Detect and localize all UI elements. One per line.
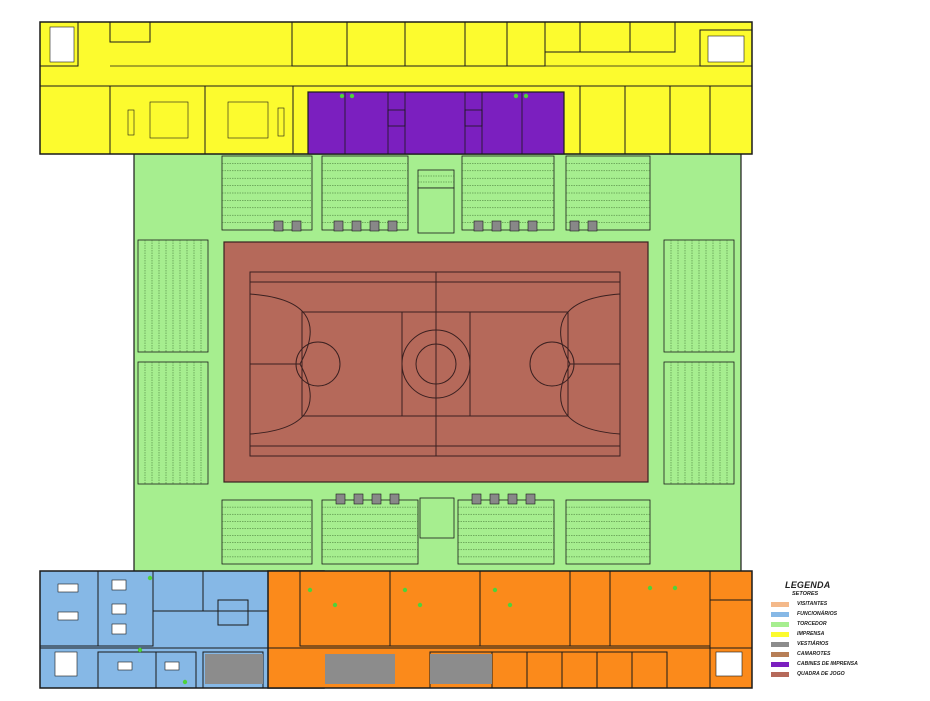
green-dot: [647, 585, 653, 591]
green-dot: [513, 93, 519, 99]
legend-swatch: [771, 641, 789, 647]
green-dot: [417, 602, 423, 608]
bench: [527, 220, 538, 232]
legend-item: FUNCIONÁRIOS: [765, 609, 925, 619]
legend-label: TORCEDOR: [797, 621, 827, 627]
bench: [525, 493, 536, 505]
seat-block: [457, 499, 555, 565]
legend-swatch: [771, 631, 789, 637]
seat-block: [321, 155, 409, 231]
legend-item: QUADRA DE JOGO: [765, 669, 925, 679]
north-aisle: [417, 187, 455, 234]
bench: [471, 493, 482, 505]
legend-subtitle: SETORES: [792, 591, 819, 597]
legend-item: VISITANTES: [765, 599, 925, 609]
legend-label: FUNCIONÁRIOS: [797, 611, 838, 617]
seat-block: [137, 361, 209, 485]
bench: [333, 220, 344, 232]
legend-label: IMPRENSA: [797, 631, 825, 637]
cabines-zone: [307, 91, 565, 155]
legend-item: VESTIÁRIOS: [765, 639, 925, 649]
south-aisle: [419, 497, 455, 539]
legend-title: LEGENDA: [785, 580, 831, 590]
green-dot: [307, 587, 313, 593]
game-court: [223, 241, 649, 483]
green-dot: [507, 602, 513, 608]
seat-block: [461, 155, 555, 231]
green-dot: [332, 602, 338, 608]
legend-label: CAMAROTES: [797, 651, 831, 657]
bench: [489, 493, 500, 505]
legend-swatch: [771, 601, 789, 607]
legend: LEGENDA SETORES VISITANTES FUNCIONÁRIOS TO…: [765, 580, 925, 679]
bench: [351, 220, 362, 232]
seat-block: [221, 155, 313, 231]
bench: [369, 220, 380, 232]
legend-label: VISITANTES: [797, 601, 828, 607]
legend-items: VISITANTES FUNCIONÁRIOS TORCEDOR IMPRENSA VE…: [765, 599, 925, 679]
green-dot: [402, 587, 408, 593]
bench: [335, 493, 346, 505]
legend-swatch: [771, 621, 789, 627]
green-dot: [137, 647, 143, 653]
legend-swatch: [771, 611, 789, 617]
legend-swatch: [771, 651, 789, 657]
bench: [371, 493, 382, 505]
seat-block: [565, 499, 651, 565]
bench: [491, 220, 502, 232]
green-dot: [339, 93, 345, 99]
legend-swatch: [771, 671, 789, 677]
bench: [587, 220, 598, 232]
green-dot: [349, 93, 355, 99]
bench: [507, 493, 518, 505]
green-dot: [523, 93, 529, 99]
green-dot: [492, 587, 498, 593]
bench: [273, 220, 284, 232]
bench: [291, 220, 302, 232]
legend-swatch: [771, 661, 789, 667]
legend-item: CAMAROTES: [765, 649, 925, 659]
seat-block: [565, 155, 651, 231]
bench: [387, 220, 398, 232]
green-dot: [182, 679, 188, 685]
legend-label: CABINES DE IMPRENSA: [797, 661, 858, 667]
legend-label: VESTIÁRIOS: [797, 641, 829, 647]
legend-item: CABINES DE IMPRENSA: [765, 659, 925, 669]
bench: [569, 220, 580, 232]
seat-block: [663, 239, 735, 353]
bench: [509, 220, 520, 232]
stairs: [49, 26, 745, 677]
legend-item: IMPRENSA: [765, 629, 925, 639]
bench: [473, 220, 484, 232]
seating-blocks: [137, 155, 735, 565]
seat-block: [321, 499, 419, 565]
bench: [353, 493, 364, 505]
seat-block: [663, 361, 735, 485]
bench: [389, 493, 400, 505]
seat-block: [417, 169, 455, 189]
seat-block: [221, 499, 313, 565]
legend-label: QUADRA DE JOGO: [797, 671, 845, 677]
legend-item: TORCEDOR: [765, 619, 925, 629]
green-dot: [672, 585, 678, 591]
camarotes: [205, 654, 492, 684]
seat-block: [137, 239, 209, 353]
team-benches: [273, 220, 598, 505]
highlight-dots: [137, 93, 678, 685]
green-dot: [147, 575, 153, 581]
